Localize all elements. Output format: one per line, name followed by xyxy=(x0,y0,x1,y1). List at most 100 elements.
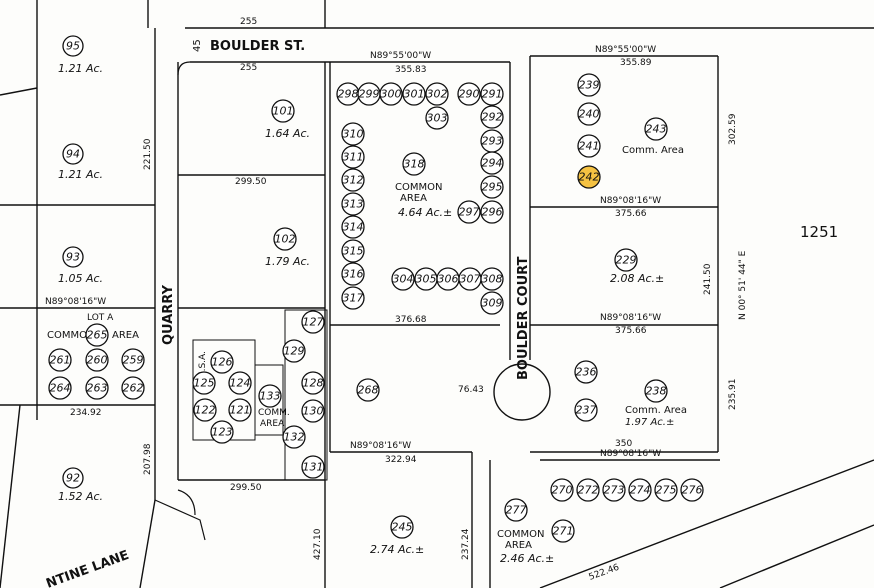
parcel-number: 277 xyxy=(506,504,527,517)
parcel[interactable]: 290 xyxy=(457,82,481,106)
parcel-number: 315 xyxy=(343,245,364,258)
parcel-number: 268 xyxy=(358,384,379,397)
parcel-number: 270 xyxy=(552,484,573,497)
acreage-label: 2.74 Ac.± xyxy=(370,543,424,556)
parcel[interactable]: 272 xyxy=(576,478,600,502)
parcel[interactable]: 300 xyxy=(379,82,403,106)
parcel[interactable]: 298 xyxy=(336,82,360,106)
svg-text:N89°08'16"W: N89°08'16"W xyxy=(600,313,661,323)
area-labels: 1.21 Ac. 1.21 Ac. 1.05 Ac. 1.52 Ac. 1.64… xyxy=(47,62,687,565)
parcel[interactable]: 277 xyxy=(504,498,528,522)
parcel[interactable]: 317 xyxy=(341,286,365,310)
parcel-number: 261 xyxy=(50,354,71,367)
parcel[interactable]: 260 xyxy=(85,348,109,372)
parcel[interactable]: 293 xyxy=(480,129,504,153)
parcel[interactable]: 318 xyxy=(402,152,426,176)
parcel[interactable]: 294 xyxy=(480,151,504,175)
parcel[interactable]: 122 xyxy=(193,398,217,422)
parcel[interactable]: 236 xyxy=(574,360,598,384)
parcel[interactable]: 273 xyxy=(602,478,626,502)
parcel[interactable]: 263 xyxy=(85,376,109,400)
parcel[interactable]: 229 xyxy=(614,248,638,272)
parcel[interactable]: 262 xyxy=(121,376,145,400)
parcel-highlighted[interactable]: 242 xyxy=(577,165,601,189)
parcel[interactable]: 239 xyxy=(577,73,601,97)
parcel[interactable]: 238 xyxy=(644,379,668,403)
parcel-number: 275 xyxy=(656,484,677,497)
parcel[interactable]: 241 xyxy=(577,134,601,158)
parcel[interactable]: 125 xyxy=(192,371,216,395)
parcel[interactable]: 306 xyxy=(436,267,460,291)
parcel[interactable]: 301 xyxy=(402,82,426,106)
parcel[interactable]: 261 xyxy=(48,348,72,372)
parcel[interactable]: 268 xyxy=(356,378,380,402)
parcel[interactable]: 308 xyxy=(480,267,504,291)
parcel[interactable]: 243 xyxy=(644,117,668,141)
parcel[interactable]: 316 xyxy=(341,262,365,286)
parcel[interactable]: 92 xyxy=(62,467,84,489)
parcel[interactable]: 299 xyxy=(357,82,381,106)
parcel[interactable]: 274 xyxy=(628,478,652,502)
parcel-number: 290 xyxy=(459,88,480,101)
svg-text:N89°08'16"W: N89°08'16"W xyxy=(600,196,661,206)
parcel[interactable]: 132 xyxy=(282,425,306,449)
parcel[interactable]: 292 xyxy=(480,105,504,129)
parcel[interactable]: 130 xyxy=(301,399,325,423)
parcel[interactable]: 101 xyxy=(271,99,295,123)
parcel-number: 311 xyxy=(343,151,364,164)
parcel-number: 295 xyxy=(482,181,503,194)
parcel[interactable]: 304 xyxy=(391,267,415,291)
parcel[interactable]: 313 xyxy=(341,192,365,216)
parcel[interactable]: 129 xyxy=(282,339,306,363)
parcel[interactable]: 270 xyxy=(550,478,574,502)
parcel[interactable]: 240 xyxy=(577,102,601,126)
parcel[interactable]: 307 xyxy=(458,267,482,291)
parcel[interactable]: 124 xyxy=(228,371,252,395)
street-quarry: QUARRY xyxy=(161,284,176,345)
parcel-number: 297 xyxy=(459,206,480,219)
parcel[interactable]: 303 xyxy=(425,106,449,130)
parcel[interactable]: 95 xyxy=(62,35,84,57)
parcel-number: 94 xyxy=(66,148,80,161)
parcel[interactable]: 295 xyxy=(480,175,504,199)
parcel[interactable]: 310 xyxy=(341,122,365,146)
parcel[interactable]: 265 xyxy=(85,323,109,347)
parcel[interactable]: 314 xyxy=(341,215,365,239)
parcel[interactable]: 126 xyxy=(210,350,234,374)
parcel-number: 133 xyxy=(260,390,281,403)
parcel[interactable]: 237 xyxy=(574,398,598,422)
svg-text:241.50: 241.50 xyxy=(703,263,713,295)
parcel[interactable]: 259 xyxy=(121,348,145,372)
parcel[interactable]: 271 xyxy=(551,519,575,543)
parcel[interactable]: 127 xyxy=(301,310,325,334)
parcel[interactable]: 296 xyxy=(480,200,504,224)
parcel-number: 292 xyxy=(482,111,503,124)
parcel[interactable]: 93 xyxy=(62,246,84,268)
parcel[interactable]: 94 xyxy=(62,143,84,165)
parcel[interactable]: 297 xyxy=(457,200,481,224)
svg-text:302.59: 302.59 xyxy=(728,113,738,145)
parcel-number: 310 xyxy=(343,128,364,141)
parcel[interactable]: 276 xyxy=(680,478,704,502)
parcel[interactable]: 315 xyxy=(341,239,365,263)
parcel[interactable]: 128 xyxy=(301,371,325,395)
parcel[interactable]: 302 xyxy=(425,82,449,106)
parcel-number: 306 xyxy=(438,273,459,286)
parcel[interactable]: 102 xyxy=(273,227,297,251)
street-fountaine-lane: NTINE LANE xyxy=(44,548,131,588)
parcel[interactable]: 275 xyxy=(654,478,678,502)
parcel[interactable]: 131 xyxy=(301,455,325,479)
parcel[interactable]: 312 xyxy=(341,168,365,192)
parcel[interactable]: 121 xyxy=(228,398,252,422)
parcel[interactable]: 245 xyxy=(390,515,414,539)
parcel[interactable]: 305 xyxy=(414,267,438,291)
parcel[interactable]: 291 xyxy=(480,82,504,106)
parcel-number: 239 xyxy=(579,79,600,92)
parcel[interactable]: 264 xyxy=(48,376,72,400)
parcel[interactable]: 123 xyxy=(210,420,234,444)
parcel-number: 313 xyxy=(343,198,364,211)
parcel[interactable]: 311 xyxy=(341,145,365,169)
parcel[interactable]: 309 xyxy=(480,291,504,315)
parcel[interactable]: 133 xyxy=(258,384,282,408)
